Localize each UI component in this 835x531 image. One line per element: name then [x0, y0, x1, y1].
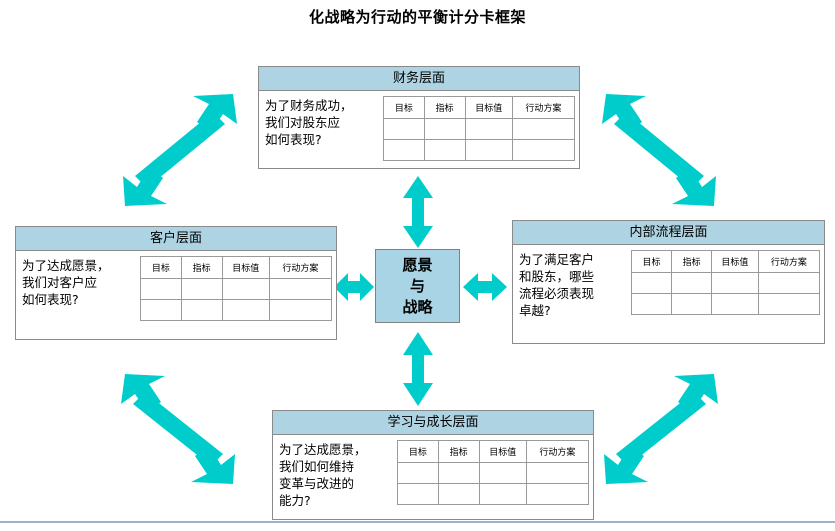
panel-internal-process-table: 目标 指标 目标值 行动方案 — [630, 250, 821, 315]
table-row — [630, 293, 821, 315]
table-cell[interactable] — [757, 272, 821, 294]
column-header-objective: 目标 — [383, 96, 425, 119]
column-header-objective: 目标 — [630, 250, 673, 273]
table-cell[interactable] — [478, 483, 527, 505]
panel-financial: 财务层面 为了财务成功， 我们对股东应 如何表现? 目标 指标 目标值 行动方案 — [258, 66, 580, 169]
column-header-measure: 指标 — [180, 256, 223, 279]
table-row — [383, 139, 576, 161]
table-row — [383, 118, 576, 140]
table-header-row: 目标 指标 目标值 行动方案 — [630, 250, 821, 273]
table-cell[interactable] — [268, 278, 333, 300]
panel-internal-process-header: 内部流程层面 — [513, 221, 824, 245]
table-cell[interactable] — [464, 118, 513, 140]
table-row — [397, 483, 590, 505]
column-header-measure: 指标 — [437, 440, 480, 463]
table-header-row: 目标 指标 目标值 行动方案 — [397, 440, 590, 463]
arrow-learning-to-internal — [604, 374, 718, 484]
arrow-vision-to-internal — [463, 273, 507, 301]
table-cell[interactable] — [383, 118, 425, 140]
column-header-measure: 指标 — [423, 96, 466, 119]
table-cell[interactable] — [140, 299, 182, 321]
table-cell[interactable] — [397, 462, 439, 484]
table-cell[interactable] — [423, 118, 466, 140]
arrow-vision-to-customer — [334, 273, 374, 301]
panel-financial-header: 财务层面 — [259, 67, 579, 91]
panel-financial-table: 目标 指标 目标值 行动方案 — [383, 96, 576, 161]
table-cell[interactable] — [221, 278, 270, 300]
column-header-target: 目标值 — [464, 96, 513, 119]
table-cell[interactable] — [383, 139, 425, 161]
table-cell[interactable] — [464, 139, 513, 161]
table-header-row: 目标 指标 目标值 行动方案 — [140, 256, 333, 279]
table-cell[interactable] — [757, 293, 821, 315]
column-header-initiative: 行动方案 — [525, 440, 590, 463]
table-cell[interactable] — [525, 483, 590, 505]
column-header-target: 目标值 — [711, 250, 759, 273]
table-row — [397, 462, 590, 484]
column-header-initiative: 行动方案 — [757, 250, 821, 273]
arrow-vision-to-learning — [403, 332, 433, 406]
panel-customer-header: 客户层面 — [16, 227, 336, 251]
column-header-initiative: 行动方案 — [268, 256, 333, 279]
table-cell[interactable] — [671, 293, 713, 315]
vision-line-3: 战略 — [402, 297, 433, 316]
table-cell[interactable] — [525, 462, 590, 484]
table-cell[interactable] — [221, 299, 270, 321]
table-header-row: 目标 指标 目标值 行动方案 — [383, 96, 576, 119]
column-header-objective: 目标 — [397, 440, 439, 463]
panel-internal-process-question: 为了满足客户 和股东，哪些 流程必须表现 卓越? — [519, 252, 595, 318]
vision-and-strategy-box: 愿景 与 战略 — [375, 249, 460, 323]
page-title: 化战略为行动的平衡计分卡框架 — [308, 8, 526, 26]
column-header-initiative: 行动方案 — [511, 96, 576, 119]
arrow-financial-to-internal — [602, 94, 716, 206]
panel-customer: 客户层面 为了达成愿景， 我们对客户应 如何表现? 目标 指标 目标值 行动方案 — [15, 226, 337, 340]
panel-learning-and-growth-body: 为了达成愿景， 我们如何维持 变革与改进的 能力? 目标 指标 目标值 行动方案 — [273, 435, 593, 519]
arrow-customer-to-learning — [121, 374, 235, 484]
table-cell[interactable] — [140, 278, 182, 300]
column-header-target: 目标值 — [221, 256, 270, 279]
table-cell[interactable] — [180, 299, 223, 321]
table-cell[interactable] — [671, 272, 713, 294]
table-cell[interactable] — [437, 462, 480, 484]
panel-customer-table: 目标 指标 目标值 行动方案 — [140, 256, 333, 321]
panel-learning-and-growth: 学习与成长层面 为了达成愿景， 我们如何维持 变革与改进的 能力? 目标 指标 … — [272, 410, 594, 520]
bottom-divider — [0, 521, 835, 523]
table-row — [140, 278, 333, 300]
column-header-objective: 目标 — [140, 256, 182, 279]
table-cell[interactable] — [397, 483, 439, 505]
table-cell[interactable] — [711, 272, 759, 294]
table-cell[interactable] — [511, 139, 576, 161]
panel-financial-body: 为了财务成功， 我们对股东应 如何表现? 目标 指标 目标值 行动方案 — [259, 91, 579, 168]
arrow-vision-to-financial — [403, 176, 433, 248]
panel-learning-and-growth-table: 目标 指标 目标值 行动方案 — [397, 440, 590, 505]
panel-internal-process-body: 为了满足客户 和股东，哪些 流程必须表现 卓越? 目标 指标 目标值 行动方案 — [513, 245, 824, 343]
panel-learning-and-growth-question: 为了达成愿景， 我们如何维持 变革与改进的 能力? — [279, 442, 367, 508]
column-header-target: 目标值 — [478, 440, 527, 463]
table-cell[interactable] — [423, 139, 466, 161]
table-cell[interactable] — [478, 462, 527, 484]
column-header-measure: 指标 — [671, 250, 713, 273]
table-cell[interactable] — [630, 293, 673, 315]
table-cell[interactable] — [180, 278, 223, 300]
table-row — [630, 272, 821, 294]
arrow-customer-to-financial — [123, 94, 237, 206]
panel-financial-question: 为了财务成功， 我们对股东应 如何表现? — [265, 98, 353, 147]
table-cell[interactable] — [511, 118, 576, 140]
panel-learning-and-growth-header: 学习与成长层面 — [273, 411, 593, 435]
panel-internal-process: 内部流程层面 为了满足客户 和股东，哪些 流程必须表现 卓越? 目标 指标 目标… — [512, 220, 825, 344]
table-cell[interactable] — [630, 272, 673, 294]
vision-line-1: 愿景 — [402, 255, 433, 274]
table-row — [140, 299, 333, 321]
table-cell[interactable] — [711, 293, 759, 315]
table-cell[interactable] — [268, 299, 333, 321]
vision-line-2: 与 — [409, 276, 425, 295]
panel-customer-question: 为了达成愿景， 我们对客户应 如何表现? — [22, 258, 110, 307]
table-cell[interactable] — [437, 483, 480, 505]
panel-customer-body: 为了达成愿景， 我们对客户应 如何表现? 目标 指标 目标值 行动方案 — [16, 251, 336, 339]
